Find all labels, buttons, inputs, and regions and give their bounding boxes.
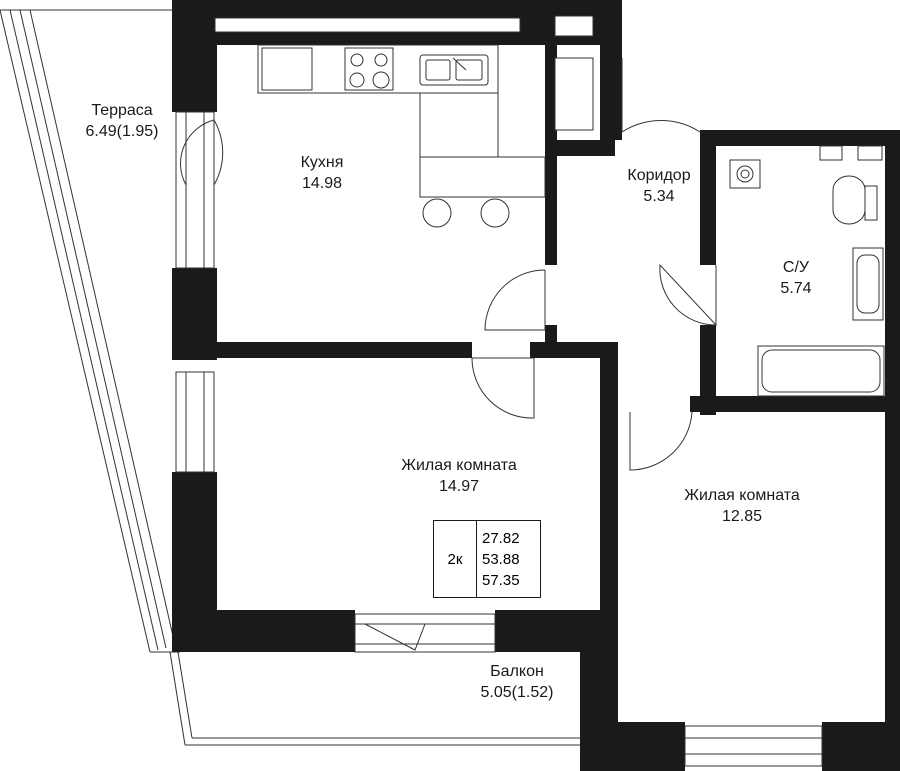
bathroom-fixtures xyxy=(729,159,885,397)
room-bathroom: С/У 5.74 xyxy=(780,257,811,299)
balcony-outline xyxy=(169,651,580,746)
living2-name: Жилая комната xyxy=(684,487,800,504)
terrace-area: 6.49(1.95) xyxy=(85,123,159,140)
apartment-type: 2к xyxy=(434,521,477,597)
walls xyxy=(172,0,900,771)
balcony-area: 5.05(1.52) xyxy=(480,684,554,701)
kitchen-name: Кухня xyxy=(300,154,344,171)
bathroom-name: С/У xyxy=(782,259,810,276)
apartment-summary-box: 2к 27.82 53.88 57.35 xyxy=(433,520,541,598)
corridor-area: 5.34 xyxy=(643,188,675,205)
living1-area: 14.97 xyxy=(438,478,480,495)
living-area-value: 27.82 xyxy=(482,530,520,547)
windows xyxy=(175,15,883,767)
room-balcony: Балкон 5.05(1.52) xyxy=(481,661,554,703)
doors xyxy=(180,58,717,651)
bathroom-area: 5.74 xyxy=(780,280,812,297)
kitchen-fixtures xyxy=(257,44,546,228)
room-terrace: Терраса 6.49(1.95) xyxy=(86,100,159,142)
living2-area: 12.85 xyxy=(721,508,763,525)
room-living-2: Жилая комната 12.85 xyxy=(684,485,800,527)
terrace-name: Терраса xyxy=(91,102,153,119)
room-kitchen: Кухня 14.98 xyxy=(301,152,344,194)
room-living-1: Жилая комната 14.97 xyxy=(401,455,517,497)
kitchen-area: 14.98 xyxy=(301,175,343,192)
corridor-name: Коридор xyxy=(627,167,691,184)
living1-name: Жилая комната xyxy=(401,457,517,474)
balcony-name: Балкон xyxy=(490,663,544,680)
area-values: 27.82 53.88 57.35 xyxy=(482,528,520,591)
room-corridor: Коридор 5.34 xyxy=(627,165,690,207)
terrace-outline xyxy=(0,9,180,653)
total-area-value: 53.88 xyxy=(482,551,520,568)
total-with-outdoor-value: 57.35 xyxy=(482,572,520,589)
